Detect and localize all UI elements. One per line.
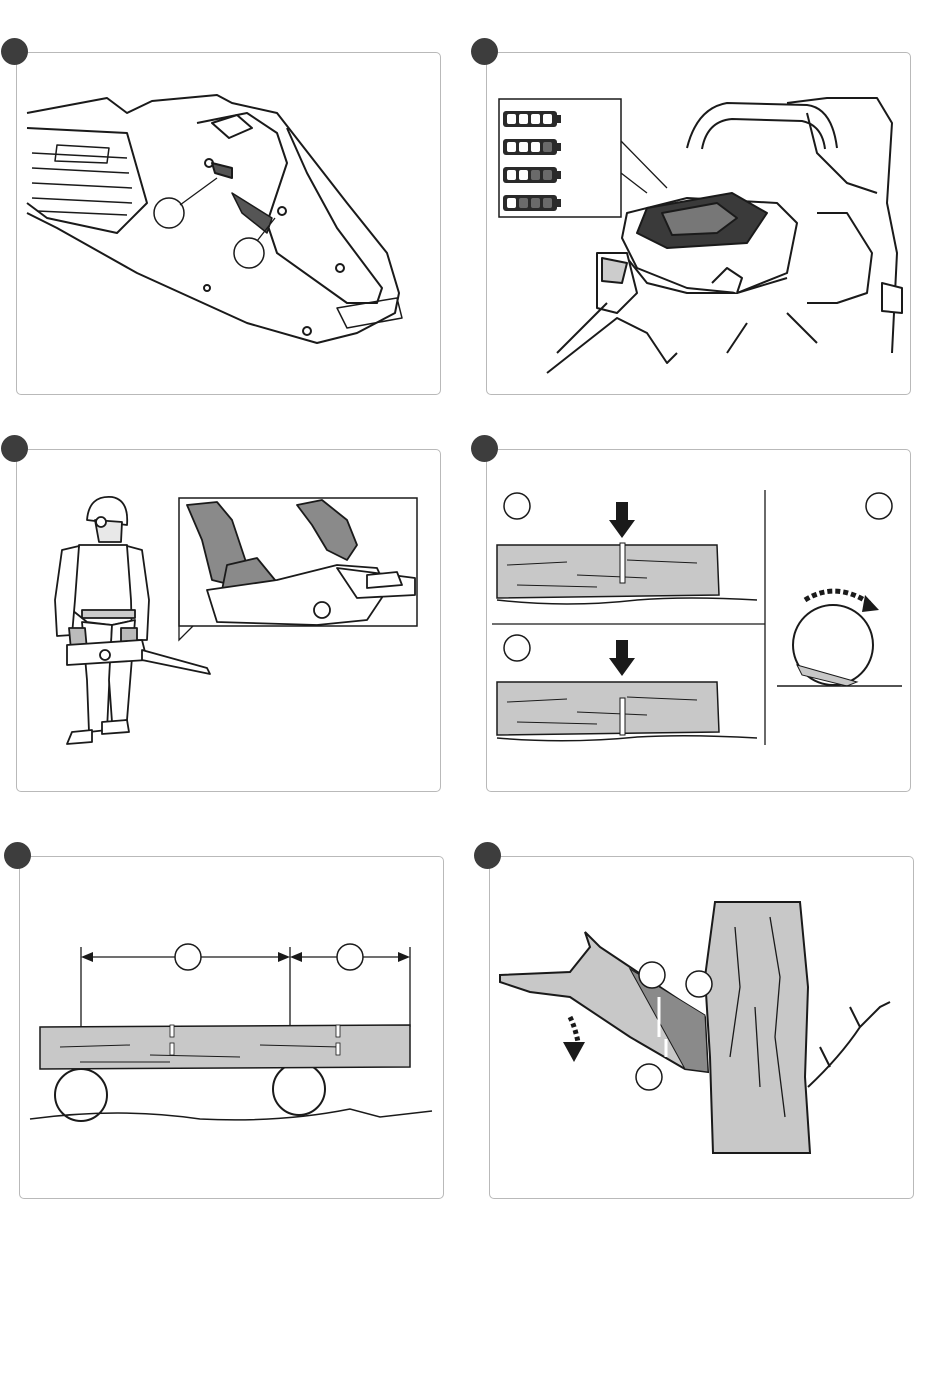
saw-handle-trigger-illustration bbox=[17, 53, 440, 394]
figure-1-panel bbox=[16, 52, 441, 395]
figure-number-badge bbox=[471, 435, 498, 462]
figure-number-badge bbox=[471, 38, 498, 65]
figure-number-badge bbox=[474, 842, 501, 869]
figure-6-panel bbox=[489, 856, 914, 1199]
log-cutting-methods-illustration bbox=[487, 450, 910, 791]
figure-number-badge bbox=[4, 842, 31, 869]
battery-level-icon bbox=[503, 195, 561, 211]
figure-number-badge bbox=[1, 435, 28, 462]
figure-4-panel bbox=[486, 449, 911, 792]
battery-level-icon bbox=[503, 111, 561, 127]
battery-level-icon bbox=[503, 167, 561, 183]
operator-holding-chainsaw-illustration bbox=[17, 450, 440, 791]
figure-5-panel bbox=[19, 856, 444, 1199]
figure-3-panel bbox=[16, 449, 441, 792]
battery-level-icon bbox=[503, 139, 561, 155]
branch-cutting-illustration bbox=[490, 857, 913, 1198]
log-supported-cutting-illustration bbox=[20, 857, 443, 1198]
battery-level-indicator-illustration bbox=[487, 53, 910, 394]
figure-2-panel bbox=[486, 52, 911, 395]
figure-number-badge bbox=[1, 38, 28, 65]
